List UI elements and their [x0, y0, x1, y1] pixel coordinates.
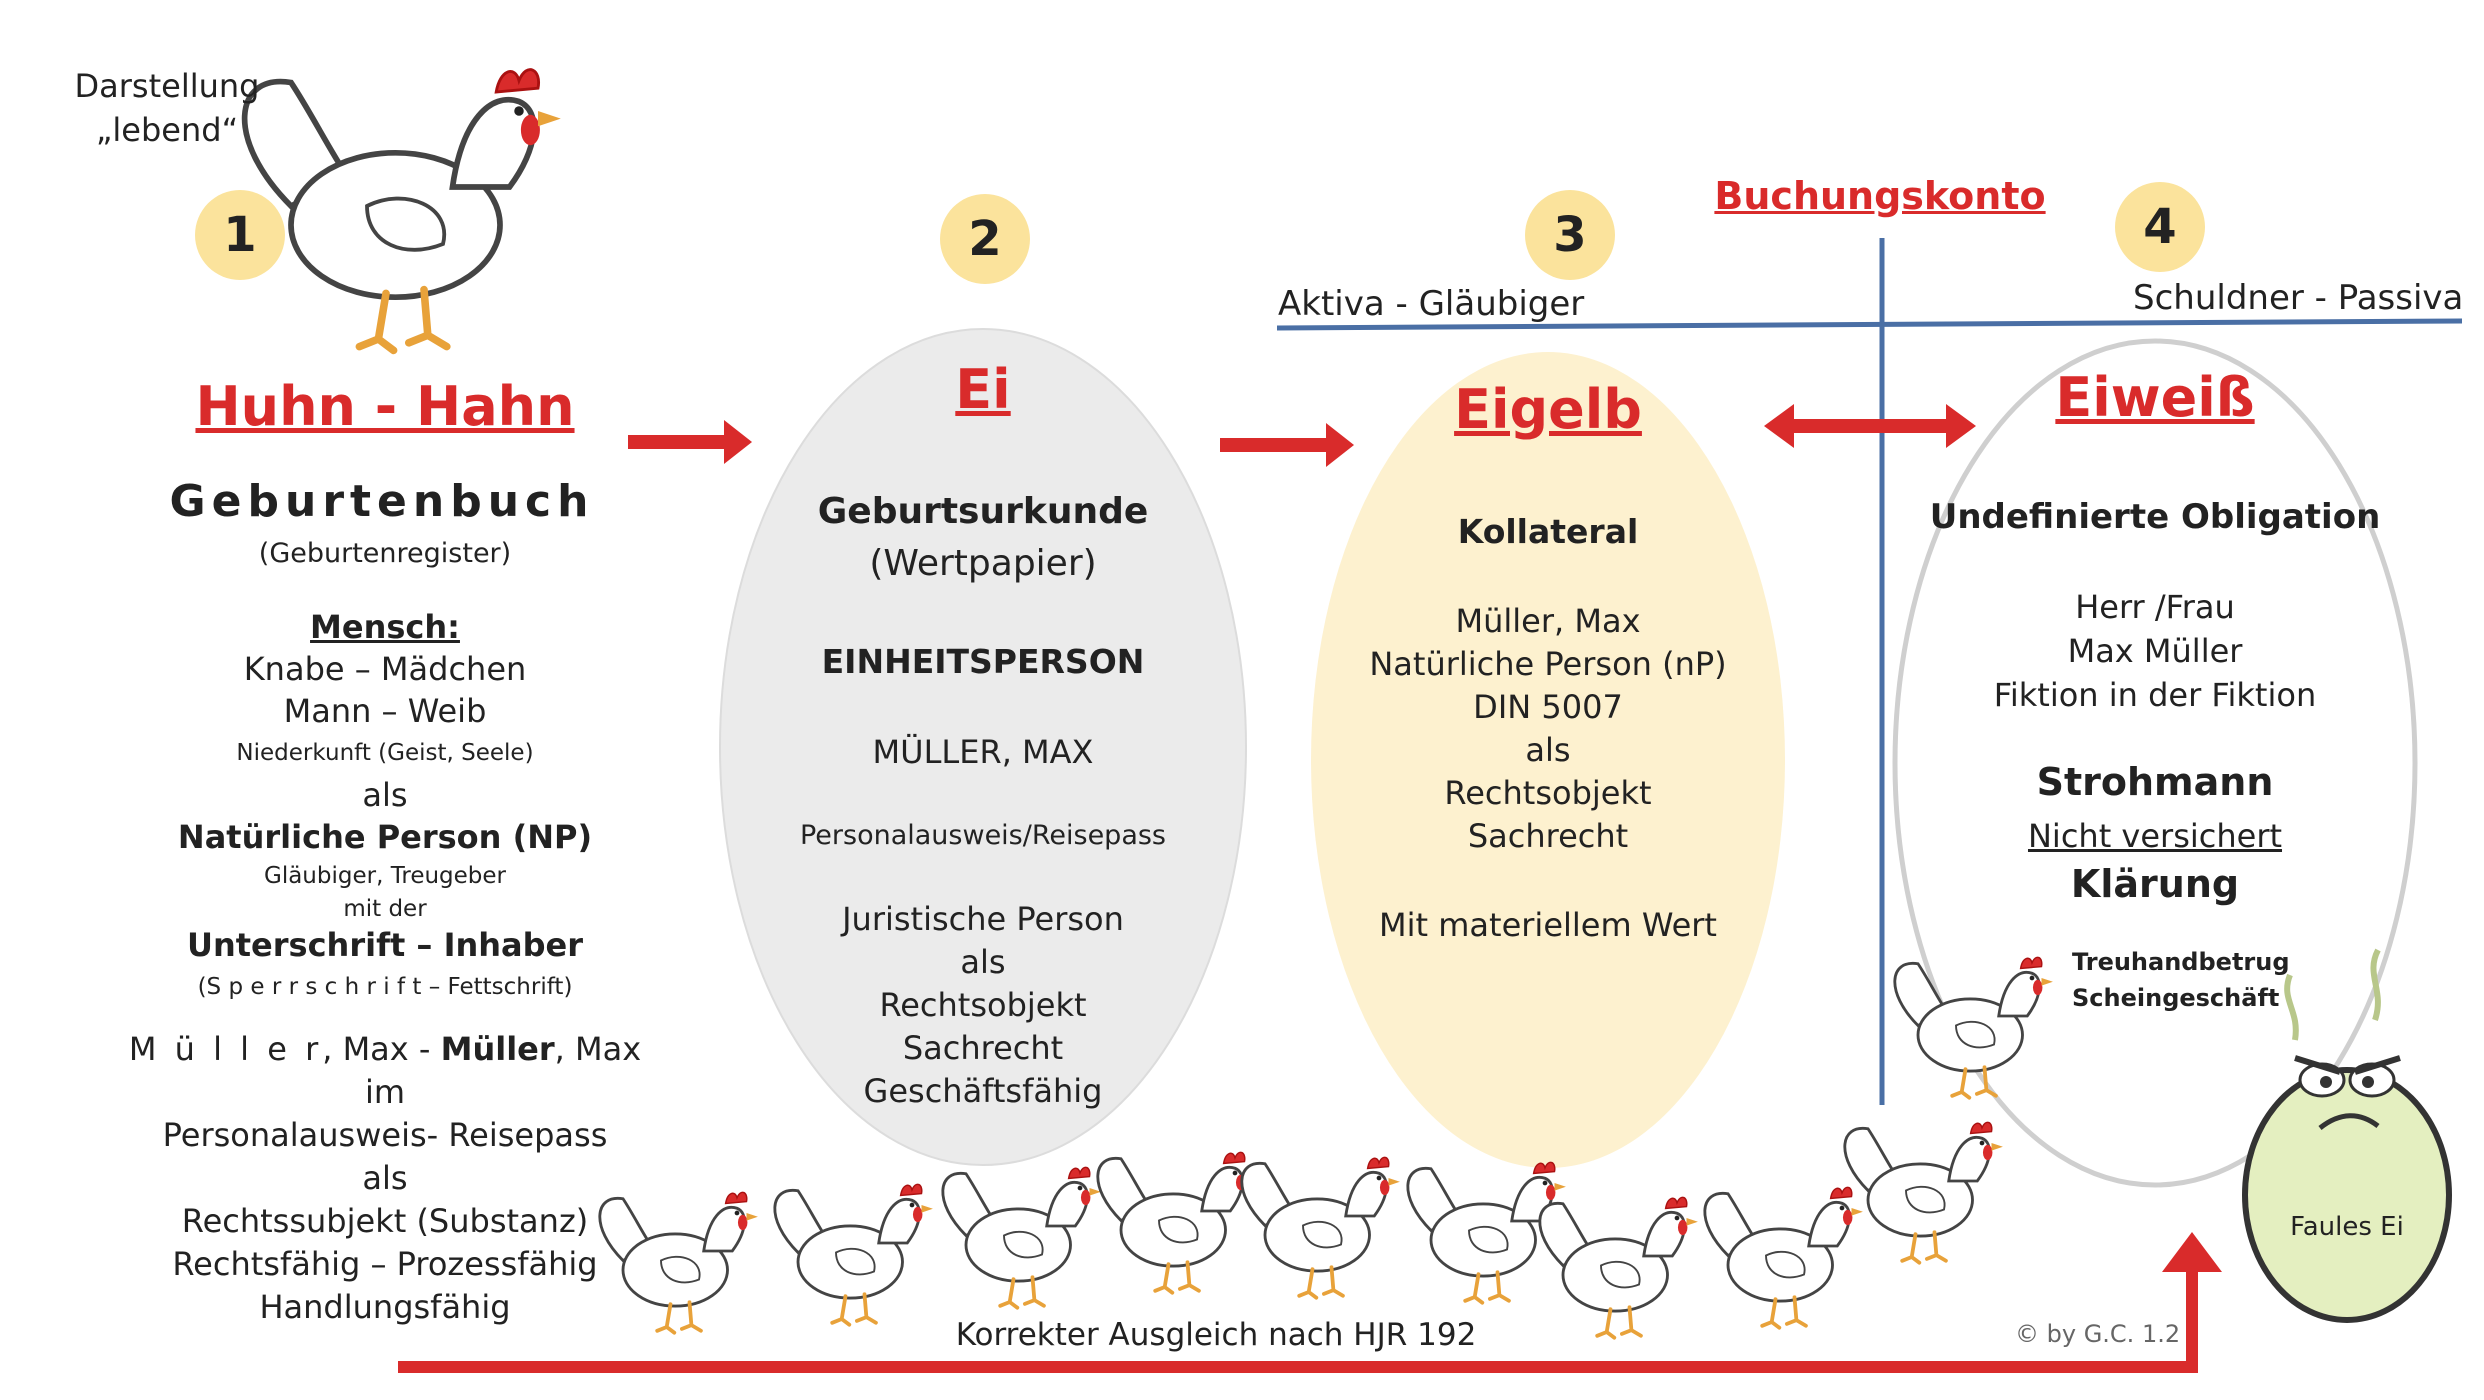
- col3-material-value: Mit materiellem Wert: [1379, 906, 1717, 944]
- col4-title: Eiweiß: [2055, 366, 2255, 429]
- col4-strohmann: Strohmann: [2036, 760, 2274, 804]
- ledger-title: Buchungskonto: [1714, 174, 2046, 218]
- copyright: © by G.C. 1.2: [2015, 1320, 2181, 1348]
- col1-sub: (Geburtenregister): [258, 538, 512, 569]
- hen-icon: [1702, 1185, 1865, 1330]
- darstellung-label: Darstellung „lebend“: [74, 67, 260, 149]
- col1-title: Huhn - Hahn: [195, 375, 575, 438]
- col4-not-insured: Nicht versichert: [2027, 817, 2283, 855]
- up-arrow-icon: [2162, 1232, 2222, 1272]
- step-badge-1: 1: [195, 190, 285, 280]
- col1-body-lower: M ü l l e r, Max - Müller, Max im Person…: [128, 1030, 642, 1326]
- col2-name: MÜLLER, MAX: [872, 733, 1094, 771]
- col3-kollateral: Kollateral: [1457, 512, 1639, 551]
- col4-klaerung: Klärung: [2070, 862, 2240, 906]
- col2-einheitsperson: EINHEITSPERSON: [821, 642, 1145, 681]
- col4-obligation: Undefinierte Obligation: [1929, 497, 2381, 537]
- hen-icon: [772, 1182, 935, 1327]
- col3-title: Eigelb: [1454, 378, 1642, 441]
- col2-ausweis: Personalausweis/Reisepass: [799, 820, 1167, 851]
- hen-icon: [1537, 1195, 1700, 1340]
- hen-icon: [1239, 1155, 1402, 1300]
- bottom-text: Korrekter Ausgleich nach HJR 192: [955, 1317, 1477, 1353]
- ledger-left-label: Aktiva - Gläubiger: [1278, 284, 1585, 324]
- col3-body: Müller, Max Natürliche Person (nP) DIN 5…: [1369, 602, 1727, 855]
- ledger-horizontal-line: [1276, 318, 2463, 331]
- col4-fraud: Treuhandbetrug Scheingeschäft: [2072, 948, 2290, 1012]
- step-badge-3: 3: [1525, 190, 1615, 280]
- egg-ellipse: [719, 328, 1247, 1166]
- col4-body: Herr /Frau Max Müller Fiktion in der Fik…: [1993, 588, 2317, 714]
- ledger-right-label: Schuldner - Passiva: [2133, 278, 2464, 318]
- step-badge-2: 2: [940, 194, 1030, 284]
- col2-body: Geburtsurkunde (Wertpapier): [817, 491, 1149, 584]
- bad-egg-label: Faules Ei: [2290, 1212, 2404, 1242]
- hen-icon: [245, 70, 561, 351]
- yolk-ellipse: [1311, 352, 1785, 1168]
- rotten-egg-icon: [2242, 948, 2452, 1323]
- arrow-right-icon: [1220, 423, 1354, 467]
- hen-icon: [1095, 1150, 1258, 1295]
- col2-title: Ei: [955, 358, 1011, 421]
- step-badge-4: 4: [2115, 182, 2205, 272]
- return-arrow-line: [398, 1270, 2198, 1373]
- col2-body-lower: Juristische Person als Rechtsobjekt Sach…: [842, 900, 1124, 1110]
- hen-icon: [1842, 1120, 2005, 1265]
- double-arrow-icon: [1764, 404, 1976, 448]
- arrow-right-icon: [628, 420, 752, 464]
- hen-icon: [940, 1165, 1103, 1310]
- col1-heading: Geburtenbuch: [169, 476, 595, 527]
- col1-body: Mensch: Knabe – Mädchen Mann – Weib Nied…: [177, 608, 593, 1000]
